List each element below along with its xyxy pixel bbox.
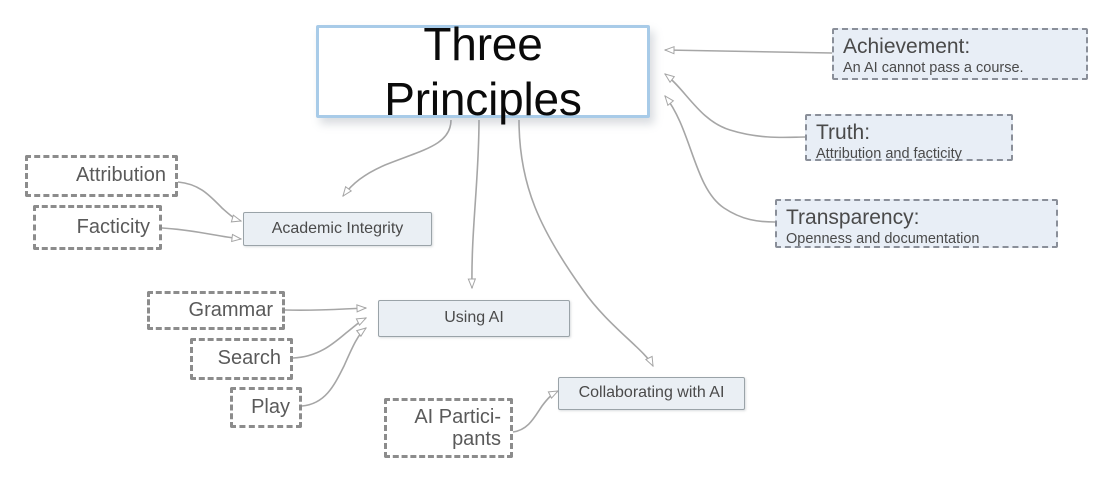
node-grammar[interactable]: Grammar — [147, 291, 285, 330]
achievement-heading: Achievement: — [843, 35, 971, 58]
edge-truth-to-title — [665, 74, 806, 139]
play-label: Play — [251, 395, 290, 418]
transparency-detail: Openness and documentation — [786, 230, 980, 247]
node-search[interactable]: Search — [190, 338, 293, 380]
node-principle-transparency[interactable]: Transparency: Openness and documentation — [775, 199, 1058, 248]
edge-search-to-using-ai — [292, 317, 366, 359]
edge-attribution-to-academic-integrity — [177, 181, 241, 221]
truth-detail: Attribution and facticity — [816, 145, 962, 162]
node-principle-truth[interactable]: Truth: Attribution and facticity — [805, 114, 1013, 162]
search-label: Search — [217, 347, 281, 370]
transparency-heading: Transparency: — [786, 206, 920, 229]
edge-title-to-academic-integrity — [343, 119, 452, 196]
node-play[interactable]: Play — [230, 387, 302, 428]
using-ai-label: Using AI — [444, 309, 504, 327]
edge-grammar-to-using-ai — [284, 308, 366, 310]
node-collaborating-with-ai[interactable]: Collaborating with AI — [558, 377, 745, 410]
attribution-label: Attribution — [75, 164, 166, 187]
ai-participants-label-line2: pants — [452, 428, 501, 450]
truth-heading: Truth: — [816, 121, 871, 144]
achievement-detail: An AI cannot pass a course. — [843, 59, 1024, 76]
node-facticity[interactable]: Facticity — [33, 205, 162, 250]
node-three-principles-label: Three Principles — [384, 18, 582, 125]
edge-facticity-to-academic-integrity — [161, 227, 241, 239]
node-principle-achievement[interactable]: Achievement: An AI cannot pass a course. — [832, 28, 1088, 80]
edge-play-to-using-ai — [301, 328, 366, 407]
node-attribution[interactable]: Attribution — [25, 155, 178, 197]
grammar-label: Grammar — [188, 298, 273, 321]
ai-participants-label-line1: AI Partici- — [414, 405, 501, 428]
collaborating-with-ai-label: Collaborating with AI — [578, 384, 725, 402]
node-three-principles[interactable]: Three Principles — [316, 18, 650, 125]
node-ai-participants[interactable]: AI Partici- pants — [384, 398, 513, 458]
node-using-ai[interactable]: Using AI — [378, 300, 570, 337]
academic-integrity-label: Academic Integrity — [271, 219, 404, 237]
edge-transparency-to-title — [665, 96, 776, 223]
node-academic-integrity[interactable]: Academic Integrity — [243, 212, 432, 246]
facticity-label: Facticity — [76, 215, 150, 238]
edge-achievement-to-title — [665, 50, 833, 53]
edge-ai-participants-to-collaborating — [512, 390, 558, 433]
edge-title-to-using-ai — [472, 119, 480, 288]
